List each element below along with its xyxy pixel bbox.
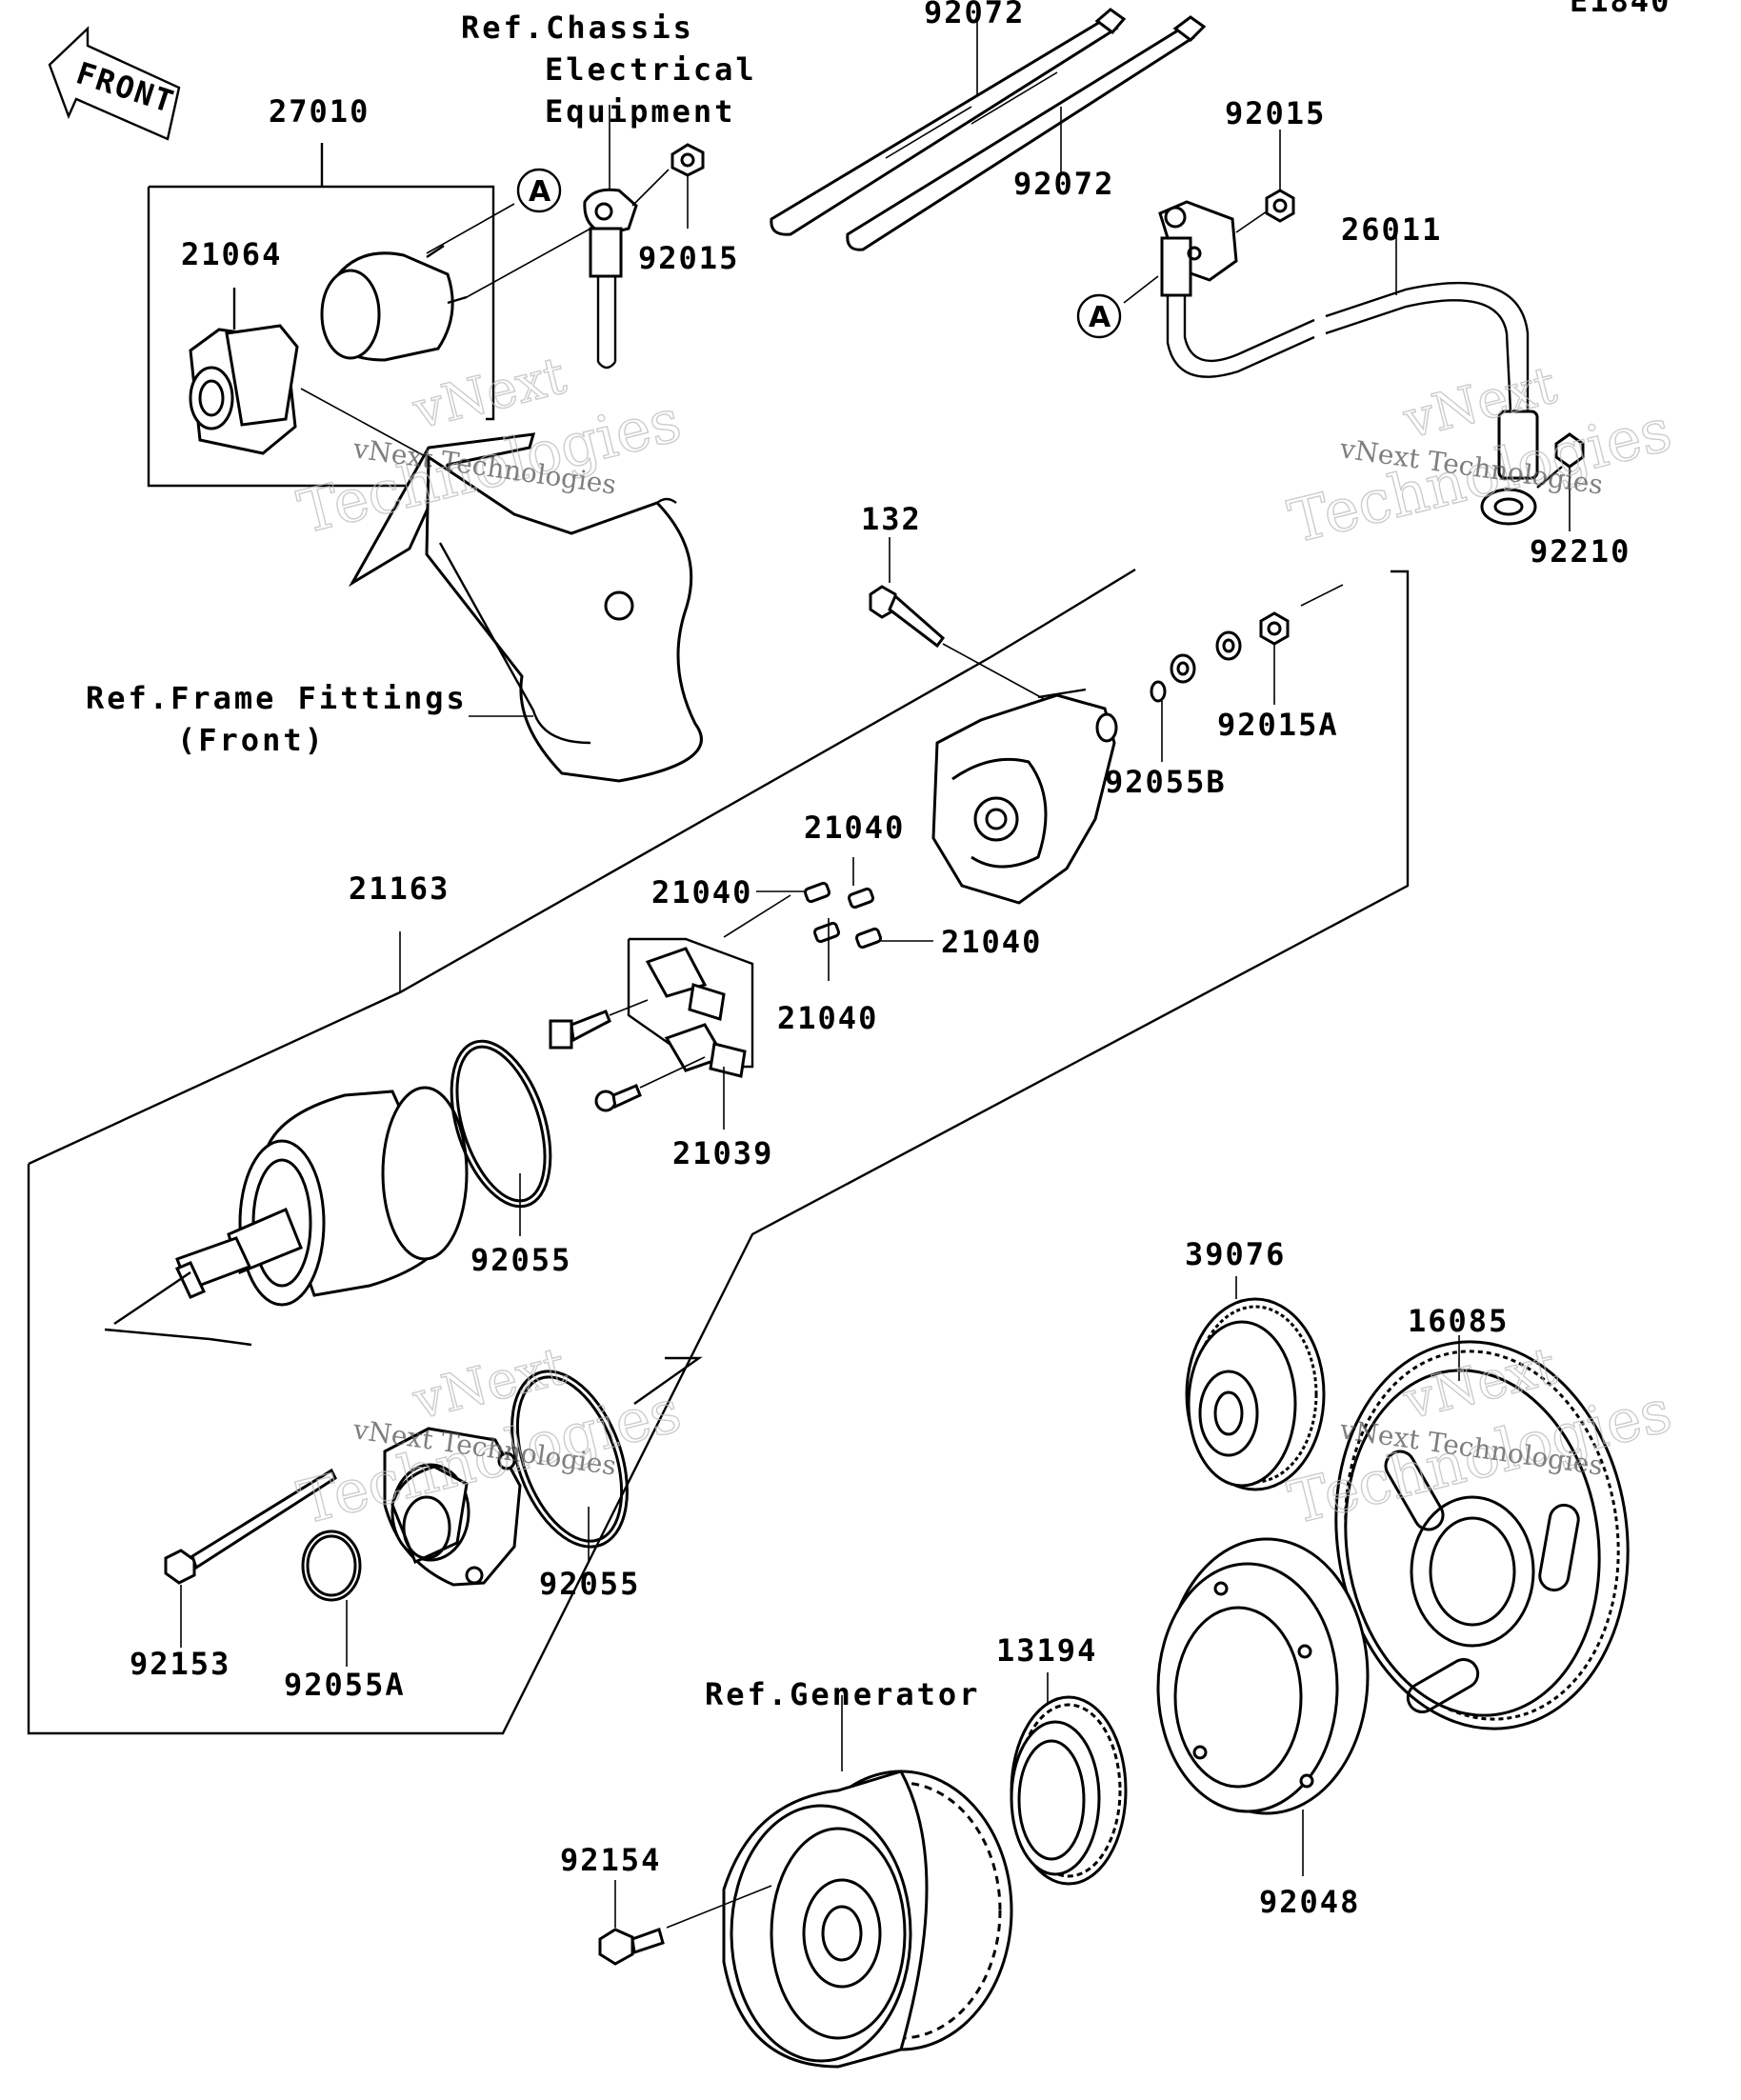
- idle-gear: [1185, 1276, 1326, 1491]
- brush-holder: [627, 894, 791, 1130]
- o-ring-92055-lower: [510, 1370, 629, 1562]
- ref-chassis-line2: Electrical: [545, 51, 757, 88]
- brush-screws: [549, 999, 706, 1112]
- starter-motor: [27, 568, 1410, 1735]
- part-label-21039: 21039: [672, 1135, 773, 1171]
- part-label-92048: 92048: [1259, 1884, 1360, 1920]
- part-label-92055A: 92055A: [284, 1667, 406, 1703]
- bolt-92210: [1536, 432, 1585, 531]
- o-ring-92055B: [1150, 680, 1167, 762]
- relay-boot: [189, 324, 299, 455]
- part-label-21064: 21064: [181, 236, 282, 272]
- part-label-92015-right: 92015: [1225, 95, 1326, 131]
- part-label-21163: 21163: [349, 870, 450, 907]
- ref-generator: Ref.Generator: [705, 1676, 980, 1712]
- ref-frame-line1: Ref.Frame Fittings: [86, 680, 468, 716]
- brush-springs: [756, 857, 933, 981]
- callout-a-left: A: [516, 168, 562, 213]
- starter-front-cover: [383, 1356, 703, 1587]
- nut-92015-left: [670, 143, 705, 229]
- part-label-21040-left: 21040: [651, 874, 752, 910]
- part-label-132: 132: [861, 501, 922, 537]
- battery-cable: [1123, 200, 1539, 526]
- o-ring-92055A: [301, 1530, 362, 1667]
- part-label-92072-top: 92072: [924, 0, 1025, 30]
- svg-text:A: A: [529, 175, 551, 209]
- part-label-21040-bottom: 21040: [777, 1000, 878, 1036]
- ref-chassis-line3: Equipment: [545, 93, 735, 130]
- part-label-92055-lower: 92055: [539, 1566, 640, 1602]
- part-label-13194: 13194: [996, 1632, 1097, 1669]
- front-label: FRONT: [72, 54, 180, 120]
- part-label-92015-left: 92015: [638, 240, 739, 276]
- part-label-21040-right: 21040: [941, 924, 1042, 960]
- part-label-39076: 39076: [1185, 1236, 1286, 1272]
- part-label-92153: 92153: [130, 1646, 230, 1682]
- washers-92015A: [1170, 584, 1344, 705]
- bolt-92154: [598, 1880, 772, 1966]
- callout-a-right: A: [1076, 293, 1122, 339]
- part-label-92154: 92154: [560, 1842, 661, 1878]
- bolt-132: [869, 537, 1049, 702]
- part-label-92210: 92210: [1530, 533, 1631, 570]
- part-label-27010: 27010: [269, 93, 370, 130]
- part-label-92055-upper: 92055: [470, 1242, 571, 1278]
- long-bolt-92153: [164, 1468, 337, 1648]
- part-label-92072-lower: 92072: [1013, 166, 1114, 202]
- chassis-cable-connector: [583, 105, 670, 370]
- part-label-92055B: 92055B: [1105, 764, 1227, 800]
- part-label-26011: 26011: [1341, 211, 1442, 248]
- front-arrow-icon: FRONT: [48, 26, 181, 141]
- part-label-92015A: 92015A: [1217, 707, 1339, 743]
- starter-clutch-housing: [1156, 1537, 1370, 1876]
- o-ring-92055-upper: [450, 1039, 552, 1236]
- ref-chassis-line1: Ref.Chassis: [461, 10, 694, 46]
- starter-clutch-gear: [1334, 1335, 1630, 1730]
- starter-relay: [320, 245, 468, 362]
- part-label-16085: 16085: [1408, 1303, 1509, 1339]
- cable-ties: [770, 8, 1207, 251]
- relay-group: [147, 143, 591, 488]
- frame-bracket: [348, 432, 703, 783]
- nut-92015-right: [1235, 130, 1295, 233]
- part-label-21040-top: 21040: [804, 810, 905, 846]
- ref-frame-line2: (Front): [177, 722, 326, 758]
- svg-text:A: A: [1089, 301, 1111, 334]
- diagram-code: E1840: [1570, 0, 1671, 19]
- one-way-clutch: [1010, 1672, 1128, 1886]
- starter-end-cover: [931, 688, 1118, 905]
- generator-rotor: [722, 1695, 1013, 2069]
